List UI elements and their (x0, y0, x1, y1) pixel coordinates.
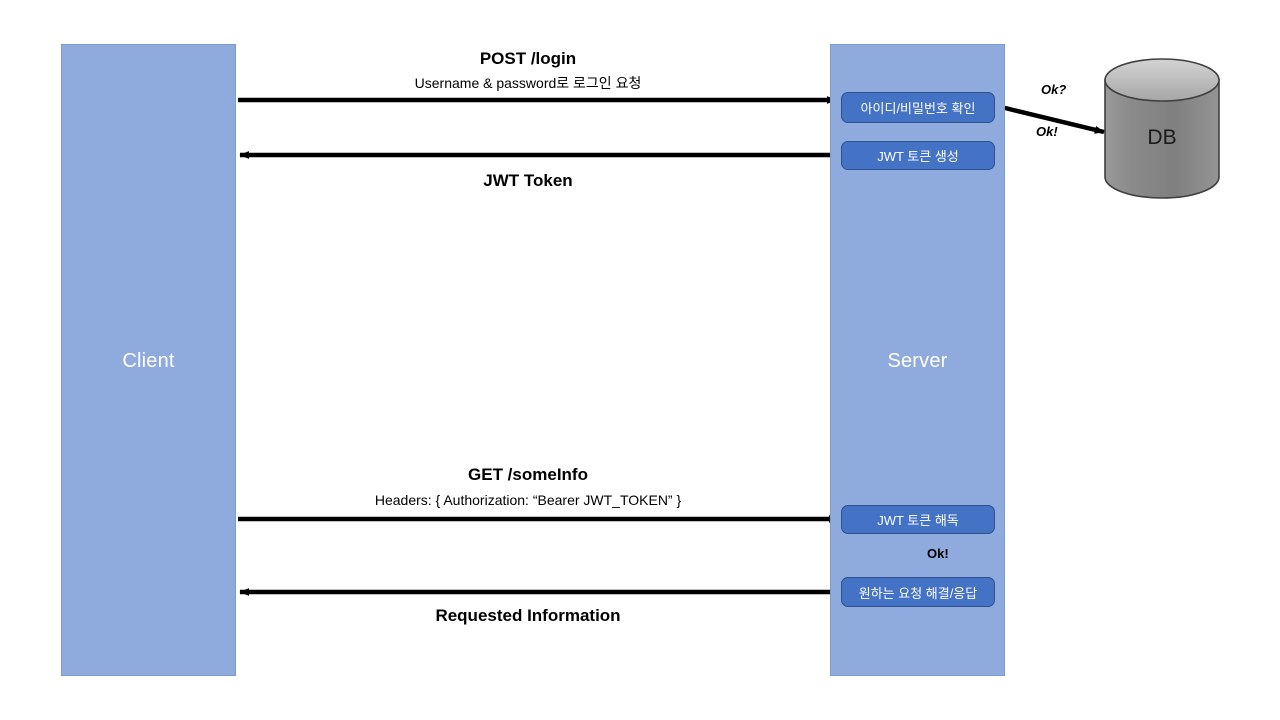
message-get-someinfo-title: GET /someInfo (468, 465, 588, 484)
server-step-decode-jwt-label: JWT 토큰 해독 (877, 513, 959, 528)
message-post-login-subtitle: Username & password로 로그인 요청 (414, 75, 642, 91)
annotation-decode-ok: Ok! (927, 546, 949, 561)
db-cylinder (1104, 58, 1220, 199)
annotation-db-response: Ok! (1036, 124, 1058, 139)
annotation-db-query: Ok? (1041, 82, 1067, 97)
server-step-generate-jwt-label: JWT 토큰 생성 (877, 149, 959, 164)
arrow-server-db (991, 100, 1105, 135)
lifeline-client-label: Client (122, 350, 175, 372)
lifeline-server-label: Server (887, 350, 948, 372)
server-step-resolve-request-label: 원하는 요청 해결/응답 (858, 585, 978, 601)
message-get-someinfo-subtitle: Headers: { Authorization: “Bearer JWT_TO… (374, 492, 682, 508)
server-step-generate-jwt[interactable]: JWT 토큰 생성 (841, 141, 995, 170)
server-step-verify-credentials-label: 아이디/비밀번호 확인 (860, 101, 976, 116)
server-step-verify-credentials[interactable]: 아이디/비밀번호 확인 (841, 92, 995, 123)
lifeline-client[interactable]: Client (61, 44, 236, 676)
message-post-login-title: POST /login (479, 49, 577, 68)
server-step-resolve-request[interactable]: 원하는 요청 해결/응답 (841, 577, 995, 607)
message-requested-information-title: Requested Information (435, 606, 621, 625)
db-label: DB (1147, 126, 1177, 149)
server-step-decode-jwt[interactable]: JWT 토큰 해독 (841, 505, 995, 534)
message-jwt-token-title: JWT Token (483, 171, 573, 190)
